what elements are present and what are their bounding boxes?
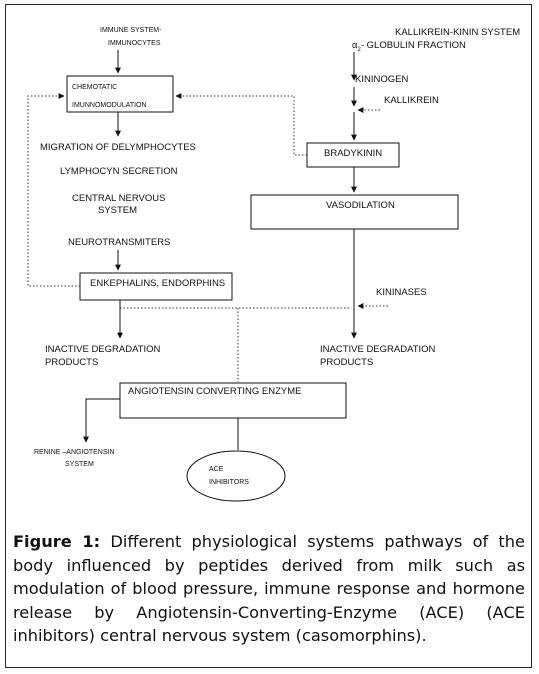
inactive-right-label: INACTIVE DEGRADATION xyxy=(320,344,436,355)
immune-system-label: IMMUNE SYSTEM- xyxy=(100,27,162,34)
ace-label: ANGIOTENSIN CONVERTING ENZYME xyxy=(128,386,301,397)
ace-inhibitors-label: ACE xyxy=(209,466,224,473)
bradykinin-box xyxy=(306,142,400,168)
renine-system-label: SYSTEM xyxy=(65,461,94,468)
caption-text: Different physiological systems pathways… xyxy=(13,532,525,645)
kallikrein-label: KALLIKREIN xyxy=(384,95,439,106)
inhibitors-label: INHIBITORS xyxy=(209,479,249,486)
migration-label: MIGRATION OF DELYMPHOCYTES xyxy=(40,142,196,153)
imunnomodulation-label: IMUNNOMODULATION xyxy=(72,102,147,109)
ace-inhibitors-ellipse xyxy=(186,450,286,502)
enkephalins-label: ENKEPHALINS, ENDORPHINS xyxy=(90,278,225,289)
lymphocyn-label: LYMPHOCYN SECRETION xyxy=(60,166,178,177)
pathway-diagram: IMMUNE SYSTEM- IMMUNOCYTES CHEMOTATIC IM… xyxy=(27,27,520,502)
cns-label: CENTRAL NERVOUS xyxy=(72,193,165,204)
chemotatic-label: CHEMOTATIC xyxy=(72,84,117,91)
inactive-left-label: INACTIVE DEGRADATION xyxy=(45,344,161,355)
globulin-label: α2- GLOBULIN FRACTION xyxy=(352,40,466,53)
ace-box xyxy=(119,382,347,419)
immunocytes-label: IMMUNOCYTES xyxy=(108,40,161,47)
feedback-bradykinin-to-chemotatic xyxy=(175,93,307,156)
caption-label: Figure 1: xyxy=(13,532,101,551)
neurotransmiters-label: NEUROTRANSMITERS xyxy=(68,237,170,248)
renine-angiotensin-label: RENINE –ANGIOTENSIN xyxy=(34,449,115,456)
figure-caption: Figure 1: Different physiological system… xyxy=(13,530,525,648)
cns-system-label: SYSTEM xyxy=(98,205,137,216)
figure-frame xyxy=(5,4,532,668)
vasodilation-label: VASODILATION xyxy=(326,200,395,211)
inactive-left-products-label: PRODUCTS xyxy=(45,357,98,368)
vasodilation-box xyxy=(250,194,459,230)
inactive-right-products-label: PRODUCTS xyxy=(320,357,373,368)
kininases-label: KININASES xyxy=(376,287,427,298)
chemotatic-box xyxy=(66,75,174,113)
arrow-ace-to-renine xyxy=(83,398,120,443)
bradykinin-label: BRADYKININ xyxy=(324,148,382,159)
kallikrein-system-label: KALLIKREIN-KININ SYSTEM xyxy=(395,27,520,38)
feedback-enkephalins-to-chemotatic xyxy=(27,93,80,287)
kininogen-label: KININOGEN xyxy=(355,74,408,85)
enkephalins-box xyxy=(79,272,233,301)
